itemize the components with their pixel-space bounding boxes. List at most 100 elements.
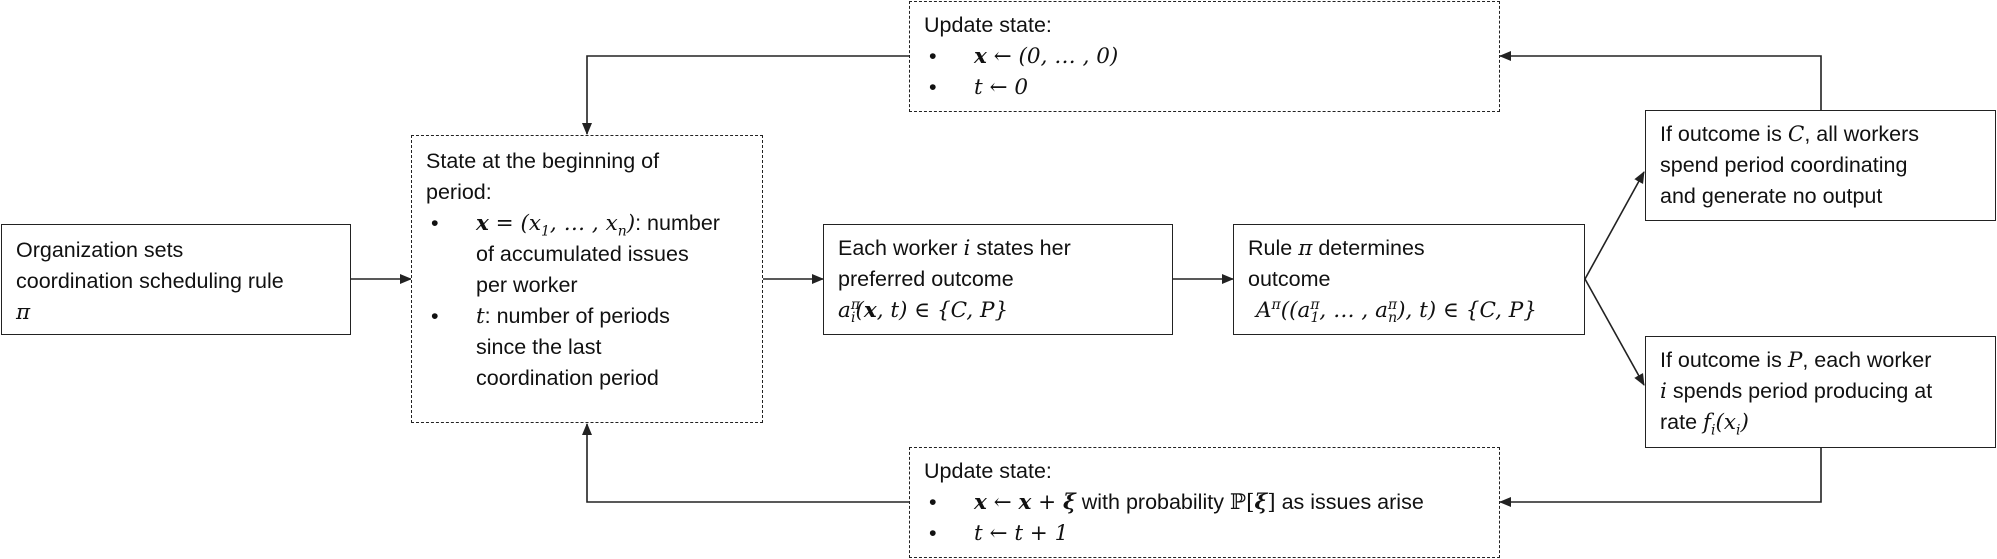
arrow-outcome-c-to-update-top bbox=[1499, 51, 1822, 110]
update-bottom-t-rest: ← t + 1 bbox=[982, 521, 1069, 546]
upd-b-text: with probability bbox=[1075, 490, 1230, 514]
org-line-3: π bbox=[16, 300, 31, 325]
t-desc-cont-1: since the last bbox=[476, 335, 602, 359]
outc-line1-post: , all workers bbox=[1804, 122, 1920, 146]
upd-b-bro: [ bbox=[1246, 490, 1255, 515]
update-top-t: t bbox=[974, 75, 983, 100]
outc-var-c: C bbox=[1787, 122, 1805, 147]
upd-b-x: x bbox=[974, 490, 987, 515]
f-symbol: f bbox=[1703, 410, 1711, 435]
an-sub: n bbox=[1388, 310, 1398, 327]
a-sup: π bbox=[850, 296, 861, 313]
a-x: x bbox=[863, 298, 877, 323]
arrow-rule-to-outcome-c bbox=[1584, 171, 1645, 280]
outcome-p-box: If outcome is P, each worker i spends pe… bbox=[1645, 336, 1996, 448]
update-bottom-bullet-x: x ← x + ξ with probability ℙ[ξ] as issue… bbox=[924, 487, 1485, 518]
a-symbol: a bbox=[838, 298, 851, 323]
update-top-bullet-x: x ← (0, … , 0) bbox=[924, 41, 1485, 72]
outc-line-3: and generate no output bbox=[1660, 184, 1883, 208]
rule-formula: Aπ((aπ1, … , aπn), t) ∈ {C, P} bbox=[1248, 295, 1570, 326]
worker-formula: aπi(x, t) ∈ {C, P} bbox=[838, 295, 1158, 326]
update-bottom-title: Update state: bbox=[924, 459, 1052, 483]
outp-line1-post: , each worker bbox=[1802, 348, 1932, 372]
upd-b-xi: ξ bbox=[1063, 490, 1076, 515]
outp-var-i: i bbox=[1660, 379, 1667, 404]
outp-line3-pre: rate bbox=[1660, 410, 1704, 434]
worker-line1-post: states her bbox=[970, 236, 1071, 260]
update-top-bullet-t: t ← 0 bbox=[924, 72, 1485, 103]
outc-line1-pre: If outcome is bbox=[1660, 122, 1788, 146]
A-open: ((a bbox=[1280, 298, 1311, 323]
upd-b-x2: x bbox=[1018, 490, 1032, 515]
update-bottom-bullet-t: t ← t + 1 bbox=[924, 518, 1485, 549]
rule-var-pi: π bbox=[1298, 236, 1313, 261]
update-top-title: Update state: bbox=[924, 13, 1052, 37]
upd-b-tail: as issues arise bbox=[1275, 490, 1424, 514]
org-line-2: coordination scheduling rule bbox=[16, 269, 284, 293]
update-top-t-rest: ← 0 bbox=[982, 75, 1029, 100]
rule-box: Rule π determines outcome Aπ((aπ1, … , a… bbox=[1233, 224, 1585, 335]
x-eq: = (x bbox=[488, 211, 542, 236]
org-line-1: Organization sets bbox=[16, 238, 184, 262]
outp-line2-post: spends period producing at bbox=[1666, 379, 1933, 403]
outp-line1-pre: If outcome is bbox=[1660, 348, 1788, 372]
upd-b-prob: ℙ bbox=[1229, 490, 1247, 515]
x-desc: : number bbox=[635, 211, 720, 235]
organization-box: Organization sets coordination schedulin… bbox=[1, 224, 351, 335]
update-state-top-box: Update state: x ← (0, … , 0) t ← 0 bbox=[909, 1, 1500, 112]
a-args-pre: ( bbox=[855, 298, 864, 323]
state-box: State at the beginning of period: x = (x… bbox=[411, 135, 763, 423]
outp-var-p: P bbox=[1787, 348, 1803, 373]
f-open: (x bbox=[1715, 410, 1736, 435]
a1-sub: 1 bbox=[1310, 310, 1320, 327]
x-desc-cont-1: of accumulated issues bbox=[476, 242, 689, 266]
f-x-sub: i bbox=[1735, 422, 1741, 439]
an-sup: π bbox=[1387, 296, 1398, 313]
update-bottom-t: t bbox=[974, 521, 983, 546]
state-bullet-x: x = (x1, … , xn): number of accumulated … bbox=[426, 208, 748, 301]
rule-line1-pre: Rule bbox=[1248, 236, 1299, 260]
A-mid: , … , a bbox=[1319, 298, 1388, 323]
A-sup: π bbox=[1271, 296, 1281, 313]
worker-var-i: i bbox=[963, 236, 971, 261]
upd-b-brc: ] bbox=[1267, 490, 1276, 515]
upd-b-xi2: ξ bbox=[1254, 490, 1268, 515]
x-sub-n: n bbox=[617, 223, 627, 240]
state-title-1: State at the beginning of bbox=[426, 149, 660, 173]
A-symbol: A bbox=[1256, 298, 1272, 323]
upd-b-plus: + bbox=[1031, 490, 1064, 515]
rule-line-2: outcome bbox=[1248, 267, 1331, 291]
t-desc: : number of periods bbox=[484, 304, 670, 328]
worker-line-2: preferred outcome bbox=[838, 267, 1014, 291]
update-top-x-rest: ← (0, … , 0) bbox=[986, 44, 1119, 69]
upd-b-arrow: ← bbox=[986, 490, 1019, 515]
arrow-update-bottom-to-state bbox=[582, 423, 909, 503]
A-set: ∈ {C, P} bbox=[1436, 298, 1537, 323]
f-sub: i bbox=[1711, 422, 1716, 439]
a-set: ∈ {C, P} bbox=[907, 298, 1009, 323]
x-close: ) bbox=[626, 211, 636, 236]
outc-line-2: spend period coordinating bbox=[1660, 153, 1908, 177]
t-symbol: t bbox=[476, 304, 485, 329]
x-mid: , … , x bbox=[549, 211, 618, 236]
update-state-bottom-box: Update state: x ← x + ξ with probability… bbox=[909, 447, 1500, 558]
worker-box: Each worker i states her preferred outco… bbox=[823, 224, 1173, 335]
arrow-update-top-to-state bbox=[582, 55, 909, 135]
arrow-rule-to-outcome-p bbox=[1584, 278, 1645, 386]
a-args-post: , t) bbox=[876, 298, 908, 323]
x-sub-1: 1 bbox=[541, 223, 550, 240]
a1-sup: π bbox=[1310, 296, 1320, 313]
rule-line1-post: determines bbox=[1312, 236, 1425, 260]
x-vector-symbol: x bbox=[476, 211, 489, 236]
state-title-2: period: bbox=[426, 180, 492, 204]
f-close: ) bbox=[1740, 410, 1749, 435]
a-sub: i bbox=[851, 310, 856, 327]
t-desc-cont-2: coordination period bbox=[476, 366, 659, 390]
outcome-c-box: If outcome is C, all workers spend perio… bbox=[1645, 110, 1996, 221]
x-desc-cont-2: per worker bbox=[476, 273, 578, 297]
worker-line1-pre: Each worker bbox=[838, 236, 964, 260]
update-top-x: x bbox=[974, 44, 987, 69]
arrow-outcome-p-to-update-bottom bbox=[1499, 448, 1822, 507]
A-close: ), t) bbox=[1397, 298, 1437, 323]
